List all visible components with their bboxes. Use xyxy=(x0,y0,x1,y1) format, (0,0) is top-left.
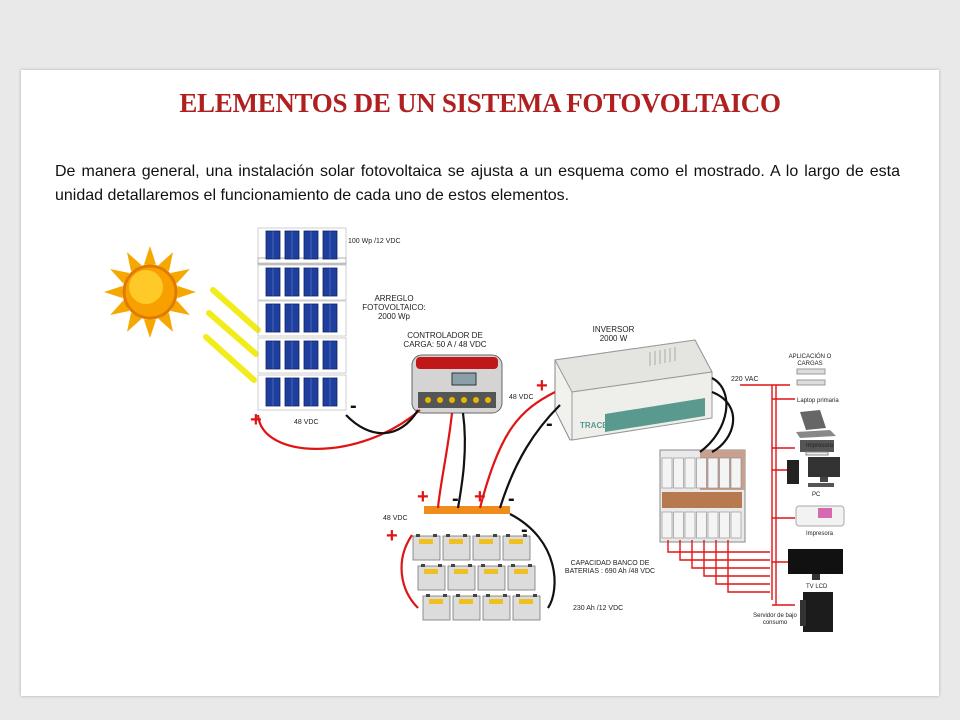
battery-bank xyxy=(412,534,541,621)
inverter-ac-wire-1 xyxy=(699,377,728,453)
page-title: ELEMENTOS DE UN SISTEMA FOTOVOLTAICO xyxy=(179,88,781,118)
load-label-pc: PC xyxy=(812,492,821,498)
laptop-icon xyxy=(796,410,836,438)
pc-icon xyxy=(787,457,840,487)
plug-icon xyxy=(796,368,826,386)
bank-negative-wire xyxy=(509,513,556,609)
tv-icon xyxy=(788,549,843,580)
bank-plus-sign: + xyxy=(386,525,398,547)
solar-array xyxy=(257,227,347,411)
inverter-minus-sign: - xyxy=(546,413,553,435)
busbar xyxy=(424,506,510,514)
controller-battery-negative-wire xyxy=(456,412,466,509)
inverter-ac-wire-2 xyxy=(711,390,735,453)
inverter-negative-wire xyxy=(498,404,561,509)
inverter-brand-label: TRACE xyxy=(580,421,608,430)
server-icon xyxy=(800,592,833,632)
controller-label: CONTROLADOR DE CARGA: 50 A / 48 VDC xyxy=(403,331,487,349)
bank-voltage-label: 48 VDC xyxy=(383,515,408,522)
ac-voltage-label: 220 VAC xyxy=(731,376,759,383)
bus-minus-sign-2: - xyxy=(508,488,515,510)
battery-spec-label: 230 Ah /12 VDC xyxy=(573,605,624,612)
bank-positive-wire xyxy=(400,534,419,609)
controller-battery-positive-wire xyxy=(436,412,454,509)
bus-plus-sign-1: + xyxy=(417,486,429,508)
bus-minus-sign-1: - xyxy=(452,488,459,510)
sun-icon xyxy=(104,246,196,338)
printer-icon-2 xyxy=(795,505,845,527)
load-label-laptop: Laptop primaria xyxy=(797,398,839,404)
light-rays-icon xyxy=(203,287,261,383)
intro-paragraph: De manera general, una instalación solar… xyxy=(55,163,900,204)
panel-spec-label: 100 Wp /12 VDC xyxy=(348,238,401,245)
array-label: ARREGLO FOTOVOLTAICO: 2000 Wp xyxy=(362,294,426,321)
load-label-tv: TV LCD xyxy=(806,584,828,590)
load-wiring xyxy=(667,384,795,606)
bank-minus-sign: - xyxy=(521,519,528,541)
loads xyxy=(787,368,845,632)
loads-title: APLICACIÓN O CARGAS xyxy=(788,354,832,367)
inverter-label: INVERSOR 2000 W xyxy=(592,325,635,343)
array-minus-sign: - xyxy=(350,395,357,417)
charge-controller-icon xyxy=(411,354,503,414)
array-voltage-label: 48 VDC xyxy=(294,419,319,426)
array-positive-wire xyxy=(256,409,421,450)
load-label-server: Servidor de bajo consumo xyxy=(753,613,797,626)
load-label-printer-1: Impresora xyxy=(806,443,834,449)
inverter-icon xyxy=(554,339,713,441)
bank-capacity-label: CAPACIDAD BANCO DE BATERIAS : 690 Ah /48… xyxy=(564,560,656,575)
array-negative-wire xyxy=(345,409,419,435)
inverter-input-label: 48 VDC xyxy=(509,394,534,401)
wiring xyxy=(256,377,735,609)
inverter-plus-sign: + xyxy=(536,375,548,397)
inverter-positive-wire xyxy=(478,391,556,509)
load-label-printer-2: Impresora xyxy=(806,531,834,537)
bus-plus-sign-2: + xyxy=(474,486,486,508)
printer-icon-1 xyxy=(800,440,834,456)
breaker-panel-icon xyxy=(659,449,746,543)
array-plus-sign: + xyxy=(250,409,262,431)
